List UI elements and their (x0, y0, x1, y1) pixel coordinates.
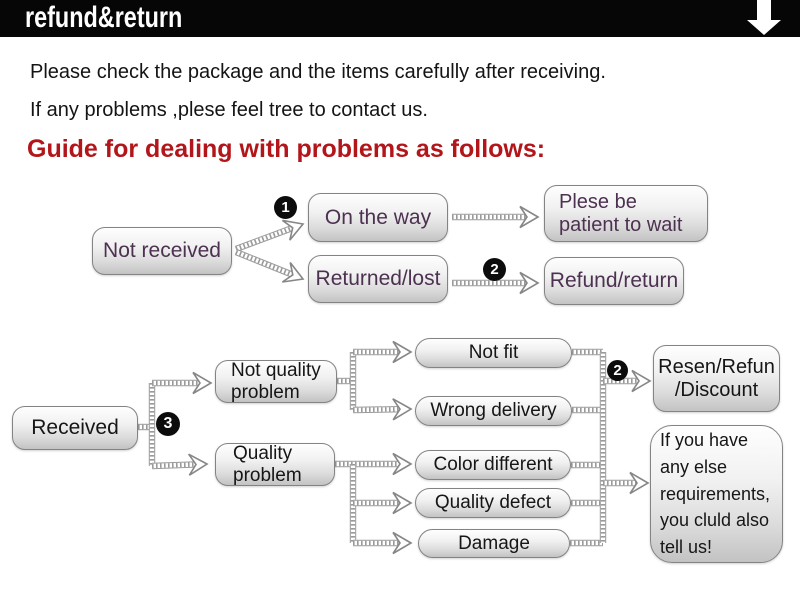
node-quality-problem: Quality problem (215, 443, 335, 486)
node-not-quality-problem: Not quality problem (215, 360, 337, 403)
badge-2b-icon: 2 (607, 360, 628, 381)
node-returned-lost: Returned/lost (308, 255, 448, 303)
node-plese-be-patient: Plese be patient to wait (544, 185, 708, 242)
badge-2-icon: 2 (483, 258, 506, 281)
node-color-different: Color different (415, 450, 571, 480)
banner-title: refund&return (25, 1, 183, 34)
section-heading: Guide for dealing with problems as follo… (27, 135, 546, 163)
intro-line-1: Please check the package and the items c… (30, 61, 606, 83)
down-arrow-icon (747, 0, 781, 35)
intro-line-2: If any problems ,plese feel tree to cont… (30, 99, 428, 121)
node-wrong-delivery: Wrong delivery (415, 396, 572, 426)
node-resend-refund-discount: Resen/Refun /Discount (653, 345, 780, 412)
node-quality-defect: Quality defect (415, 488, 571, 518)
node-not-received: Not received (92, 227, 232, 275)
badge-1-icon: 1 (274, 196, 297, 219)
node-refund-return: Refund/return (544, 257, 684, 305)
node-more-requirements: If you have any else requirements, you c… (650, 425, 783, 563)
banner: refund&return (0, 0, 800, 37)
node-not-fit: Not fit (415, 338, 572, 368)
node-on-the-way: On the way (308, 193, 448, 242)
badge-3-icon: 3 (156, 412, 180, 436)
node-damage: Damage (418, 529, 570, 558)
node-received: Received (12, 406, 138, 450)
